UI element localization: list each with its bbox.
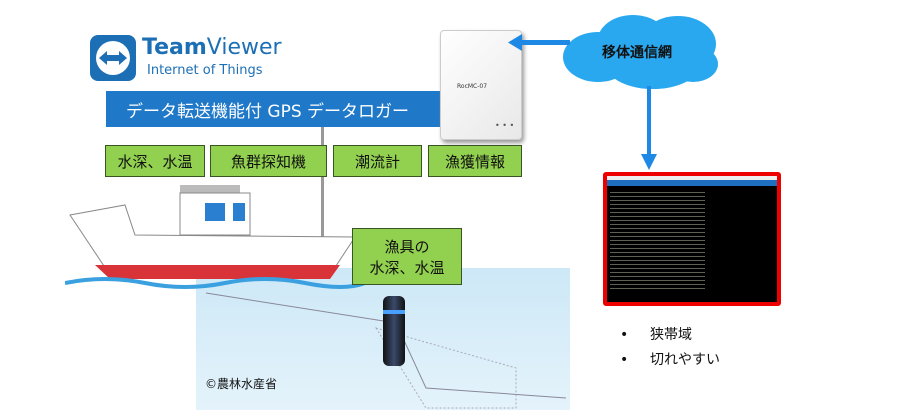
- cloud-label: 移体通信網: [602, 45, 672, 61]
- teamviewer-logo: TeamViewer Internet of Things: [90, 35, 290, 83]
- gear-depth-temp-box: 漁具の 水深、水温: [352, 228, 462, 285]
- copyright-credit: ©農林水産省: [205, 377, 278, 391]
- gear-box-line1: 漁具の: [384, 237, 430, 256]
- arrow-left-icon: [508, 34, 570, 51]
- logo-brand-light: Viewer: [206, 35, 282, 60]
- connector-line: [321, 127, 324, 272]
- fishing-net-illustration: [205, 292, 567, 409]
- gps-logger-banner: データ転送機能付 GPS データロガー: [106, 91, 451, 127]
- sensor-fish-finder: 魚群探知機: [210, 145, 327, 177]
- logo-subtitle: Internet of Things: [147, 63, 263, 78]
- arrow-down-icon: [641, 86, 657, 170]
- teamviewer-arrows-icon: [90, 35, 136, 81]
- bullet-text: 狭帯域: [650, 327, 692, 343]
- router-device: RocMC-07 • • •: [440, 30, 522, 140]
- bullet-text: 切れやすい: [650, 352, 720, 368]
- sensor-current-meter: 潮流計: [333, 145, 422, 177]
- sensor-catch-info: 漁獲情報: [428, 145, 522, 177]
- device-leds: • • •: [495, 121, 515, 130]
- bullet-item: •切れやすい: [620, 352, 720, 368]
- bullet-item: •狭帯域: [620, 327, 692, 343]
- terminal-screenshot: [603, 172, 781, 306]
- fishing-boat-illustration: [65, 185, 365, 289]
- gear-box-line2: 水深、水温: [369, 258, 445, 277]
- logo-brand-bold: Team: [142, 35, 207, 60]
- device-label: RocMC-07: [457, 83, 488, 90]
- depth-sensor-buoy: [383, 296, 405, 366]
- sensor-depth-temp: 水深、水温: [105, 145, 205, 177]
- cloud-icon: [563, 15, 718, 89]
